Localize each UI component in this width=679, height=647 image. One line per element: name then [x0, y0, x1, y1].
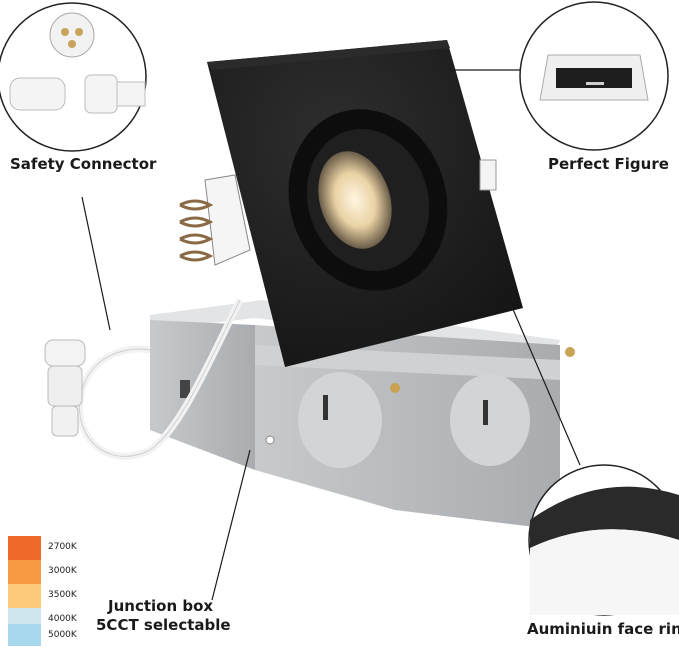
cct-swatch — [8, 560, 41, 584]
label-safety-connector: Safety Connector — [10, 155, 157, 173]
cct-row-5000k: 5000K — [8, 624, 118, 646]
cct-label: 3000K — [48, 566, 77, 576]
spring-clip — [179, 174, 251, 266]
inset-perfect-figure — [519, 1, 669, 151]
inset-safety-connector — [0, 2, 147, 152]
cct-label: 4000K — [48, 614, 77, 624]
label-cct-selectable: 5CCT selectable — [96, 616, 231, 634]
cct-label: 5000K — [48, 630, 77, 640]
label-face-ring: Auminiuin face ring — [527, 620, 679, 638]
cct-row-3500k: 3500K — [8, 584, 118, 608]
square-trim — [207, 40, 523, 367]
label-perfect-figure: Perfect Figure — [548, 155, 669, 173]
inset-face-ring — [528, 464, 679, 616]
cct-label: 2700K — [48, 542, 77, 552]
cct-row-2700k: 2700K — [8, 536, 118, 560]
junction-box — [150, 300, 575, 530]
cct-swatch — [8, 536, 41, 560]
cable — [44, 298, 244, 460]
cct-swatch — [8, 584, 41, 608]
cct-row-3000k: 3000K — [8, 560, 118, 584]
leader-lines — [81, 69, 581, 601]
cct-label: 3500K — [48, 590, 77, 600]
label-junction-box: Junction box — [108, 597, 214, 615]
cct-swatch — [8, 624, 41, 646]
